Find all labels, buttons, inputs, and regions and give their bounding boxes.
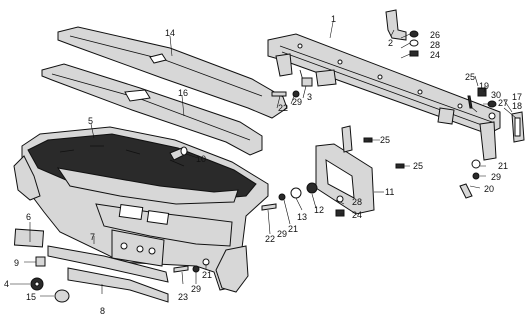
callout-21-lower: 21 xyxy=(202,270,213,280)
callout-19: 19 xyxy=(479,81,490,91)
part-7-strip xyxy=(47,245,169,283)
callout-27: 27 xyxy=(498,98,509,108)
callout-12: 12 xyxy=(314,205,325,215)
callout-26: 26 xyxy=(430,30,441,40)
callout-4: 4 xyxy=(4,279,10,289)
callout-28-upper: 28 xyxy=(430,40,441,50)
part-2-bracket xyxy=(385,9,407,41)
callout-25-right: 25 xyxy=(465,72,476,82)
callout-24-lower: 24 xyxy=(352,210,363,220)
callout-29-mid: 29 xyxy=(277,229,288,239)
callout-9: 9 xyxy=(14,258,20,268)
callout-7: 7 xyxy=(90,232,96,242)
hardware-22-29-upper xyxy=(271,90,300,98)
part-11-plate xyxy=(315,125,375,215)
part-4-grommet xyxy=(30,277,44,291)
callout-22-lower: 22 xyxy=(265,234,276,244)
callout-2: 2 xyxy=(388,38,394,48)
callout-29-upper: 29 xyxy=(292,97,303,107)
callout-14: 14 xyxy=(165,28,176,38)
callout-3: 3 xyxy=(307,92,313,102)
callout-1: 1 xyxy=(331,14,337,24)
part-14-upper-trim xyxy=(57,26,288,119)
callout-16: 16 xyxy=(178,88,189,98)
callout-22-upper: 22 xyxy=(278,103,289,113)
callout-29-lower: 29 xyxy=(191,284,202,294)
leader-lines xyxy=(10,21,517,297)
callout-25-mid: 25 xyxy=(380,135,391,145)
hardware-19-30-27 xyxy=(467,87,497,120)
callout-21-mid: 21 xyxy=(288,224,299,234)
callout-25-lower: 25 xyxy=(413,161,424,171)
callout-8: 8 xyxy=(100,306,106,316)
part-9-clip xyxy=(35,256,46,267)
callout-15: 15 xyxy=(26,292,37,302)
callout-20: 20 xyxy=(484,184,495,194)
part-15-plug xyxy=(54,289,70,303)
callout-30: 30 xyxy=(491,90,502,100)
part-8-strip xyxy=(67,267,169,303)
callout-24-upper: 24 xyxy=(430,50,441,60)
callout-11: 11 xyxy=(385,187,395,197)
callout-13: 13 xyxy=(297,212,308,222)
hardware-26-28-24 xyxy=(409,30,419,57)
callout-23: 23 xyxy=(178,292,189,302)
callout-6: 6 xyxy=(26,212,32,222)
callout-28-lower: 28 xyxy=(352,197,363,207)
callout-29-right: 29 xyxy=(491,172,502,182)
callout-5: 5 xyxy=(88,116,94,126)
part-1-frame xyxy=(267,33,501,161)
callout-10: 10 xyxy=(196,154,207,164)
part-16-lower-trim xyxy=(41,63,263,156)
callout-18: 18 xyxy=(512,101,523,111)
part-5-dashboard-body xyxy=(13,126,269,293)
part-6-pad xyxy=(13,228,45,248)
hardware-20-21-29 xyxy=(459,159,481,199)
part-3-clip xyxy=(301,77,313,87)
callout-21-right: 21 xyxy=(498,161,509,171)
part-17-18-bracket xyxy=(511,111,525,143)
callout-17: 17 xyxy=(512,92,523,102)
